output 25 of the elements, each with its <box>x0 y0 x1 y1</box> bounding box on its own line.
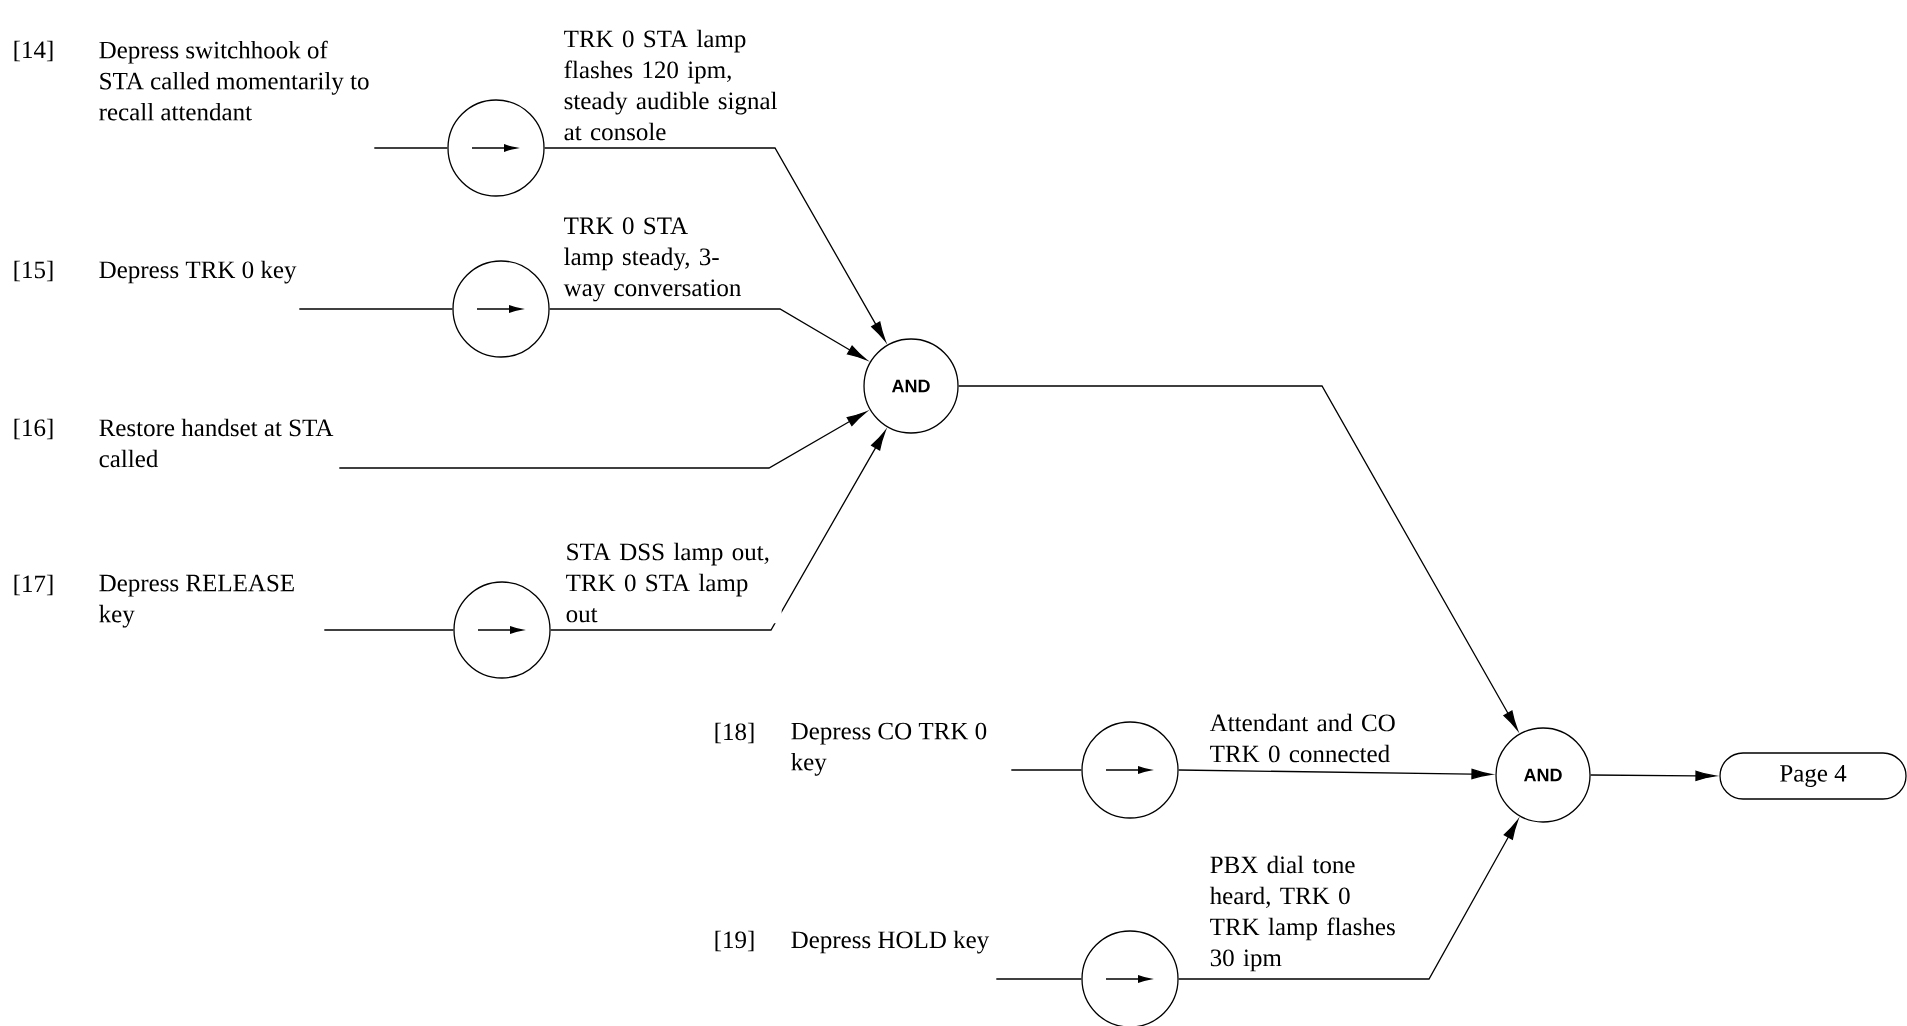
step-text: [17] Depress RELEASE key <box>14 574 294 628</box>
arrow <box>544 147 886 342</box>
arrow <box>338 411 867 469</box>
arrow <box>958 385 1518 731</box>
arrow-circle <box>447 99 545 197</box>
step-text: [14] Depress switchhook of STA called momentarily to recall attendant <box>14 40 369 121</box>
terminal-box: Page 4 <box>1719 752 1907 800</box>
step-text: [16] Restore handset at STA called <box>14 418 334 468</box>
arrow-circle <box>453 581 551 679</box>
arrow-circle <box>1081 721 1179 819</box>
arrow <box>1590 770 1716 782</box>
edge-label: TRK 0 STA lamp steady, 3-way conversation <box>562 216 745 303</box>
edge-label: STA DSS lamp out, TRK 0 STA lamp out <box>564 541 782 624</box>
arrow-circle <box>1081 930 1179 1026</box>
arrow <box>1178 768 1492 780</box>
step-text: [15] Depress TRK 0 key <box>14 260 297 284</box>
step-text: [19] Depress HOLD key <box>715 930 990 954</box>
arrow-circle <box>452 260 550 358</box>
edge-label: TRK 0 STA lamp flashes 120 ipm, steady audible signal at console <box>562 28 790 142</box>
edge-label: PBX dial tone heard, TRK 0 TRK lamp flashes 30 ipm <box>1208 854 1401 973</box>
arrow <box>549 308 867 361</box>
arrow <box>550 430 886 631</box>
step-text: [18] Depress CO TRK 0 key <box>715 722 987 776</box>
arrow <box>1178 819 1519 980</box>
edge-label: Attendant and CO TRK 0 connected <box>1208 712 1401 764</box>
